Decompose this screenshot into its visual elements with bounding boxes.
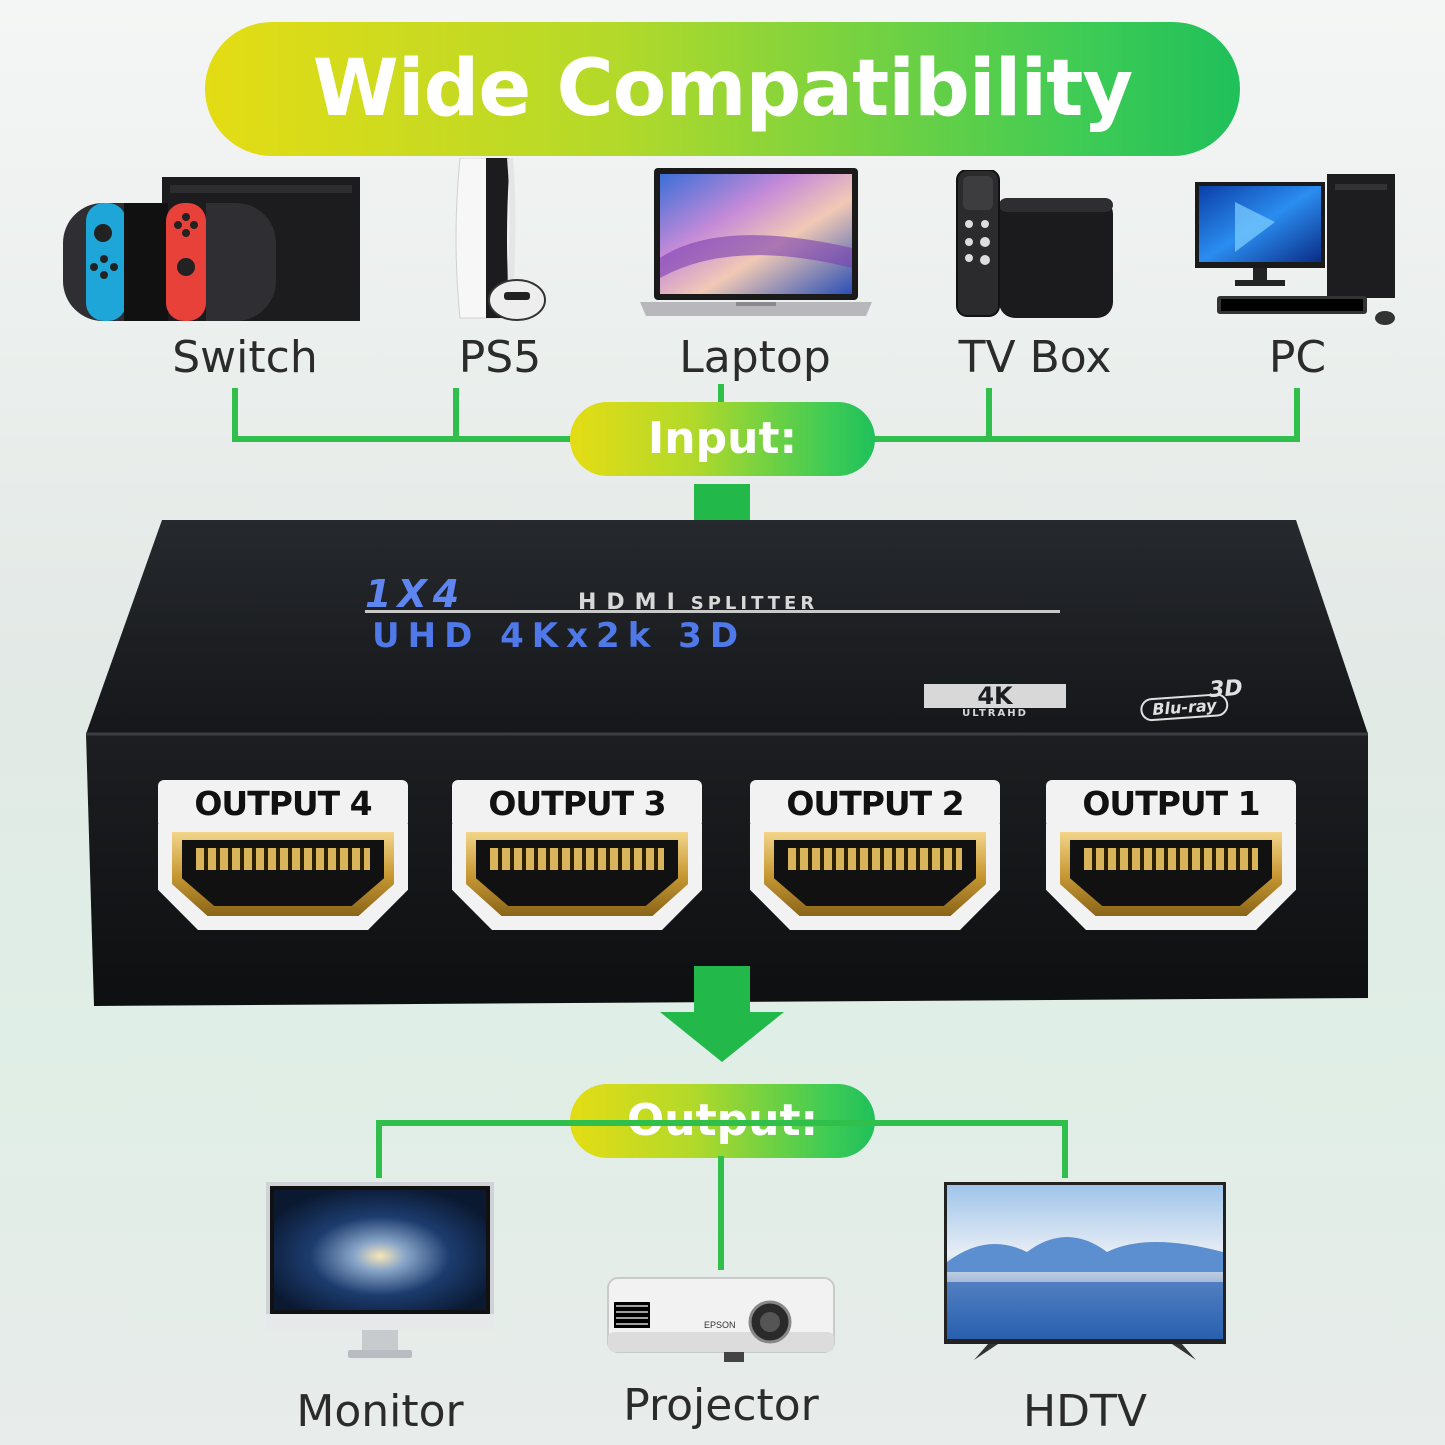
port-label: OUTPUT 2 xyxy=(750,780,1000,828)
4k-badge-text: 4K xyxy=(924,684,1066,708)
ps5-console-icon xyxy=(455,158,546,321)
port-frame xyxy=(452,824,702,930)
splitter-model-text: 1X4 xyxy=(365,572,466,616)
device-label-switch: Switch xyxy=(172,332,318,383)
title-banner: Wide Compatibility xyxy=(205,22,1240,156)
arrow-down-icon xyxy=(660,966,784,1062)
laptop-icon xyxy=(640,168,872,316)
hdmi-port-output-3[interactable]: OUTPUT 3 xyxy=(452,780,702,940)
splitter-text: SPLITTER xyxy=(690,593,819,614)
input-connector-tick xyxy=(986,388,992,442)
ultrahd-text: ULTRAHD xyxy=(962,708,1028,719)
game-console-icon xyxy=(63,177,360,321)
desktop-pc-icon xyxy=(1195,174,1395,325)
device-label-projector: Projector xyxy=(623,1380,819,1431)
output-connector-tick xyxy=(1062,1120,1068,1178)
port-label: OUTPUT 3 xyxy=(452,780,702,828)
device-label-ps5: PS5 xyxy=(458,332,542,383)
input-label: Input: xyxy=(647,413,798,464)
port-frame xyxy=(750,824,1000,930)
port-label: OUTPUT 1 xyxy=(1046,780,1296,828)
port-label: OUTPUT 4 xyxy=(158,780,408,828)
hdmi-port-output-2[interactable]: OUTPUT 2 xyxy=(750,780,1000,940)
input-connector-tick xyxy=(1294,388,1300,442)
device-label-monitor: Monitor xyxy=(296,1386,464,1437)
hdmi-port-output-4[interactable]: OUTPUT 4 xyxy=(158,780,408,940)
device-label-pc: PC xyxy=(1268,332,1327,383)
output-connector-line xyxy=(376,1120,1068,1126)
port-frame xyxy=(158,824,408,930)
tv-box-icon xyxy=(956,170,1113,318)
port-frame xyxy=(1046,824,1296,930)
projector-icon: EPSON xyxy=(607,1277,835,1362)
device-label-tv-box: TV Box xyxy=(958,332,1112,383)
input-connector-tick xyxy=(453,388,459,442)
page-title: Wide Compatibility xyxy=(312,44,1133,134)
4k-ultrahd-badge: 4K ULTRAHD xyxy=(924,684,1066,719)
splitter-divider xyxy=(365,610,1060,613)
input-connector-tick xyxy=(718,384,724,404)
input-label-pill: Input: xyxy=(570,402,875,476)
hdtv-icon xyxy=(944,1182,1226,1360)
output-connector-tick xyxy=(376,1120,382,1178)
projector-brand-text: EPSON xyxy=(704,1320,736,1330)
device-label-laptop: Laptop xyxy=(679,332,831,383)
bluray-text: Blu-ray xyxy=(1139,692,1230,722)
device-label-hdtv: HDTV xyxy=(1023,1386,1147,1437)
output-connector-tick xyxy=(718,1156,724,1270)
splitter-spec-text: UHD 4Kx2k 3D xyxy=(372,616,747,656)
hdmi-port-output-1[interactable]: OUTPUT 1 xyxy=(1046,780,1296,940)
monitor-icon xyxy=(266,1182,494,1358)
input-connector-tick xyxy=(232,388,238,442)
